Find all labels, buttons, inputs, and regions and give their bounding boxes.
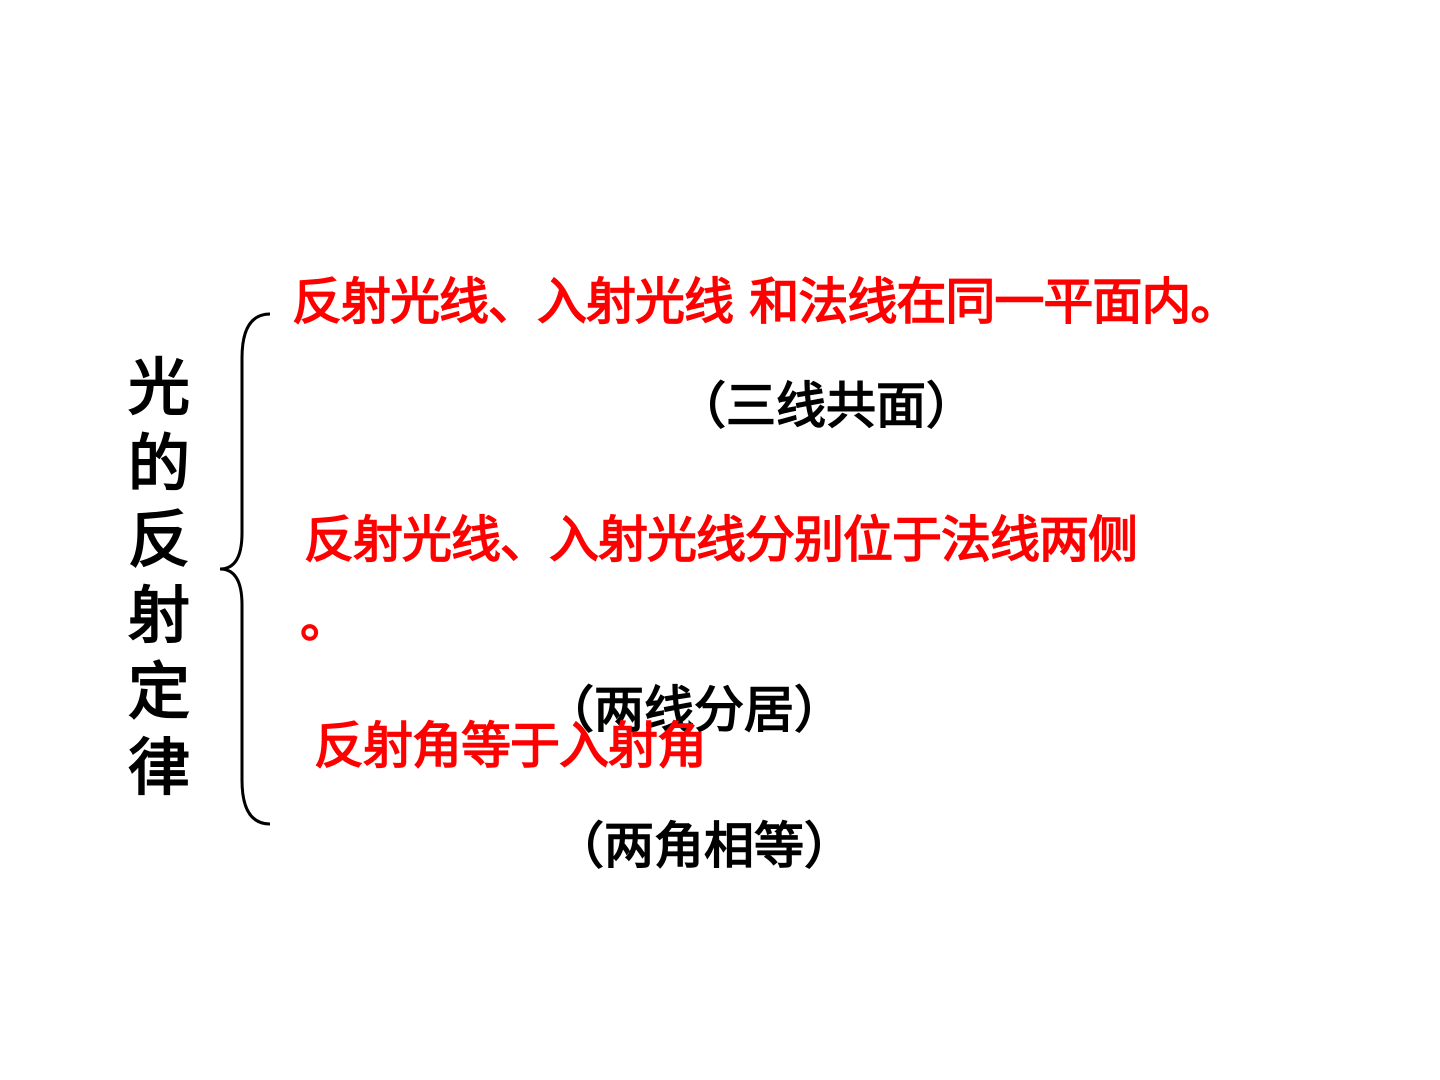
law-summary-coplanar: （三线共面） xyxy=(676,377,976,435)
law-summary-opposite-sides: （两线分居） xyxy=(544,681,844,739)
curly-brace-icon xyxy=(219,312,271,826)
law-statement-period: 。 xyxy=(300,591,350,649)
title-char: 光 xyxy=(127,351,190,424)
title-char: 的 xyxy=(127,427,190,500)
title-char: 律 xyxy=(127,731,190,804)
vertical-title: 光 的 反 射 定 律 xyxy=(124,350,194,806)
law-statement-opposite-sides: 反射光线、入射光线分别位于法线两侧 xyxy=(304,511,1138,569)
title-char: 射 xyxy=(127,579,190,652)
law-statement-equal-angles: 反射角等于入射角 xyxy=(314,717,707,775)
law-summary-equal-angles: （两角相等） xyxy=(554,817,854,875)
title-char: 定 xyxy=(127,655,190,728)
law-statement-coplanar: 反射光线、入射光线 和法线在同一平面内。 xyxy=(292,273,1240,331)
title-char: 反 xyxy=(127,503,190,576)
